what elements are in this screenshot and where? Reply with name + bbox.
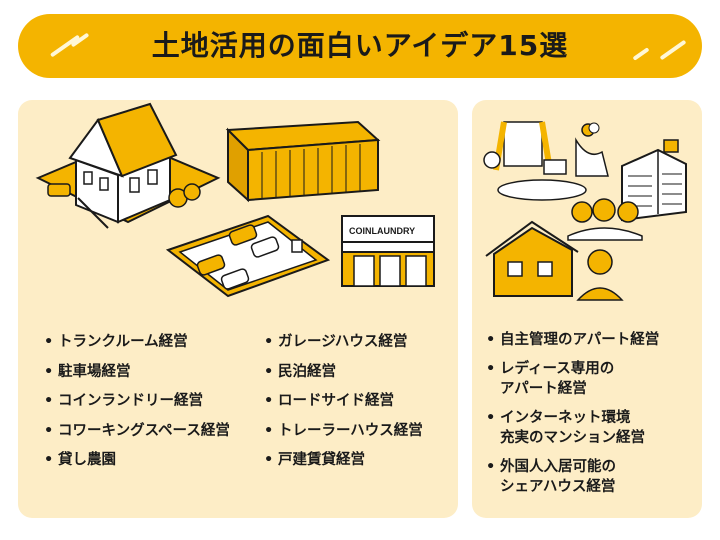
left-panel: COINLAUNDRY トランクルーム経営 駐車場経営 コインランドリー経営 コ…: [18, 100, 458, 518]
share-house-icon: [485, 220, 624, 301]
container-icon: [225, 120, 381, 203]
list-item: トランクルーム経営: [42, 332, 230, 352]
remote-work-icon: [483, 121, 609, 201]
list-item-line: シェアハウス経営: [500, 479, 616, 495]
house-icon: [47, 102, 201, 229]
list-item: 貸し農園: [42, 450, 230, 470]
list-item: ロードサイド経営: [262, 391, 423, 411]
title-banner: 土地活用の面白いアイデア15選: [18, 14, 702, 78]
list-item: 民泊経営: [262, 362, 423, 382]
list-item-line: インターネット環境: [500, 410, 631, 426]
list-item: ガレージハウス経営: [262, 332, 423, 352]
list-item: 戸建賃貸経営: [262, 450, 423, 470]
list-item-line: 自主管理のアパート経営: [500, 332, 660, 348]
list-item: 自主管理のアパート経営: [484, 330, 659, 350]
page-title: 土地活用の面白いアイデア15選: [151, 29, 569, 62]
land-use-illustration: COINLAUNDRY: [35, 102, 435, 298]
list-item-line: 充実のマンション経営: [500, 430, 645, 446]
list-item-line: レディース専用の: [500, 361, 615, 377]
list-item: トレーラーハウス経営: [262, 421, 423, 441]
left-list-col1: トランクルーム経営 駐車場経営 コインランドリー経営 コワーキングスペース経営 …: [42, 332, 230, 480]
women-icon: [567, 198, 643, 241]
apartment-illustration: [483, 121, 687, 301]
coinlaundry-sign: COINLAUNDRY: [349, 226, 415, 236]
list-item: 駐車場経営: [42, 362, 230, 382]
list-item: コインランドリー経営: [42, 391, 230, 411]
parking-lot-icon: [165, 214, 331, 298]
coinlaundry-store-icon: COINLAUNDRY: [341, 215, 435, 287]
list-item-line: アパート経営: [500, 381, 587, 397]
list-item-line: 外国人入居可能の: [500, 459, 616, 475]
list-item: コワーキングスペース経営: [42, 421, 230, 441]
left-list-col2: ガレージハウス経営 民泊経営 ロードサイド経営 トレーラーハウス経営 戸建賃貸経…: [262, 332, 423, 480]
